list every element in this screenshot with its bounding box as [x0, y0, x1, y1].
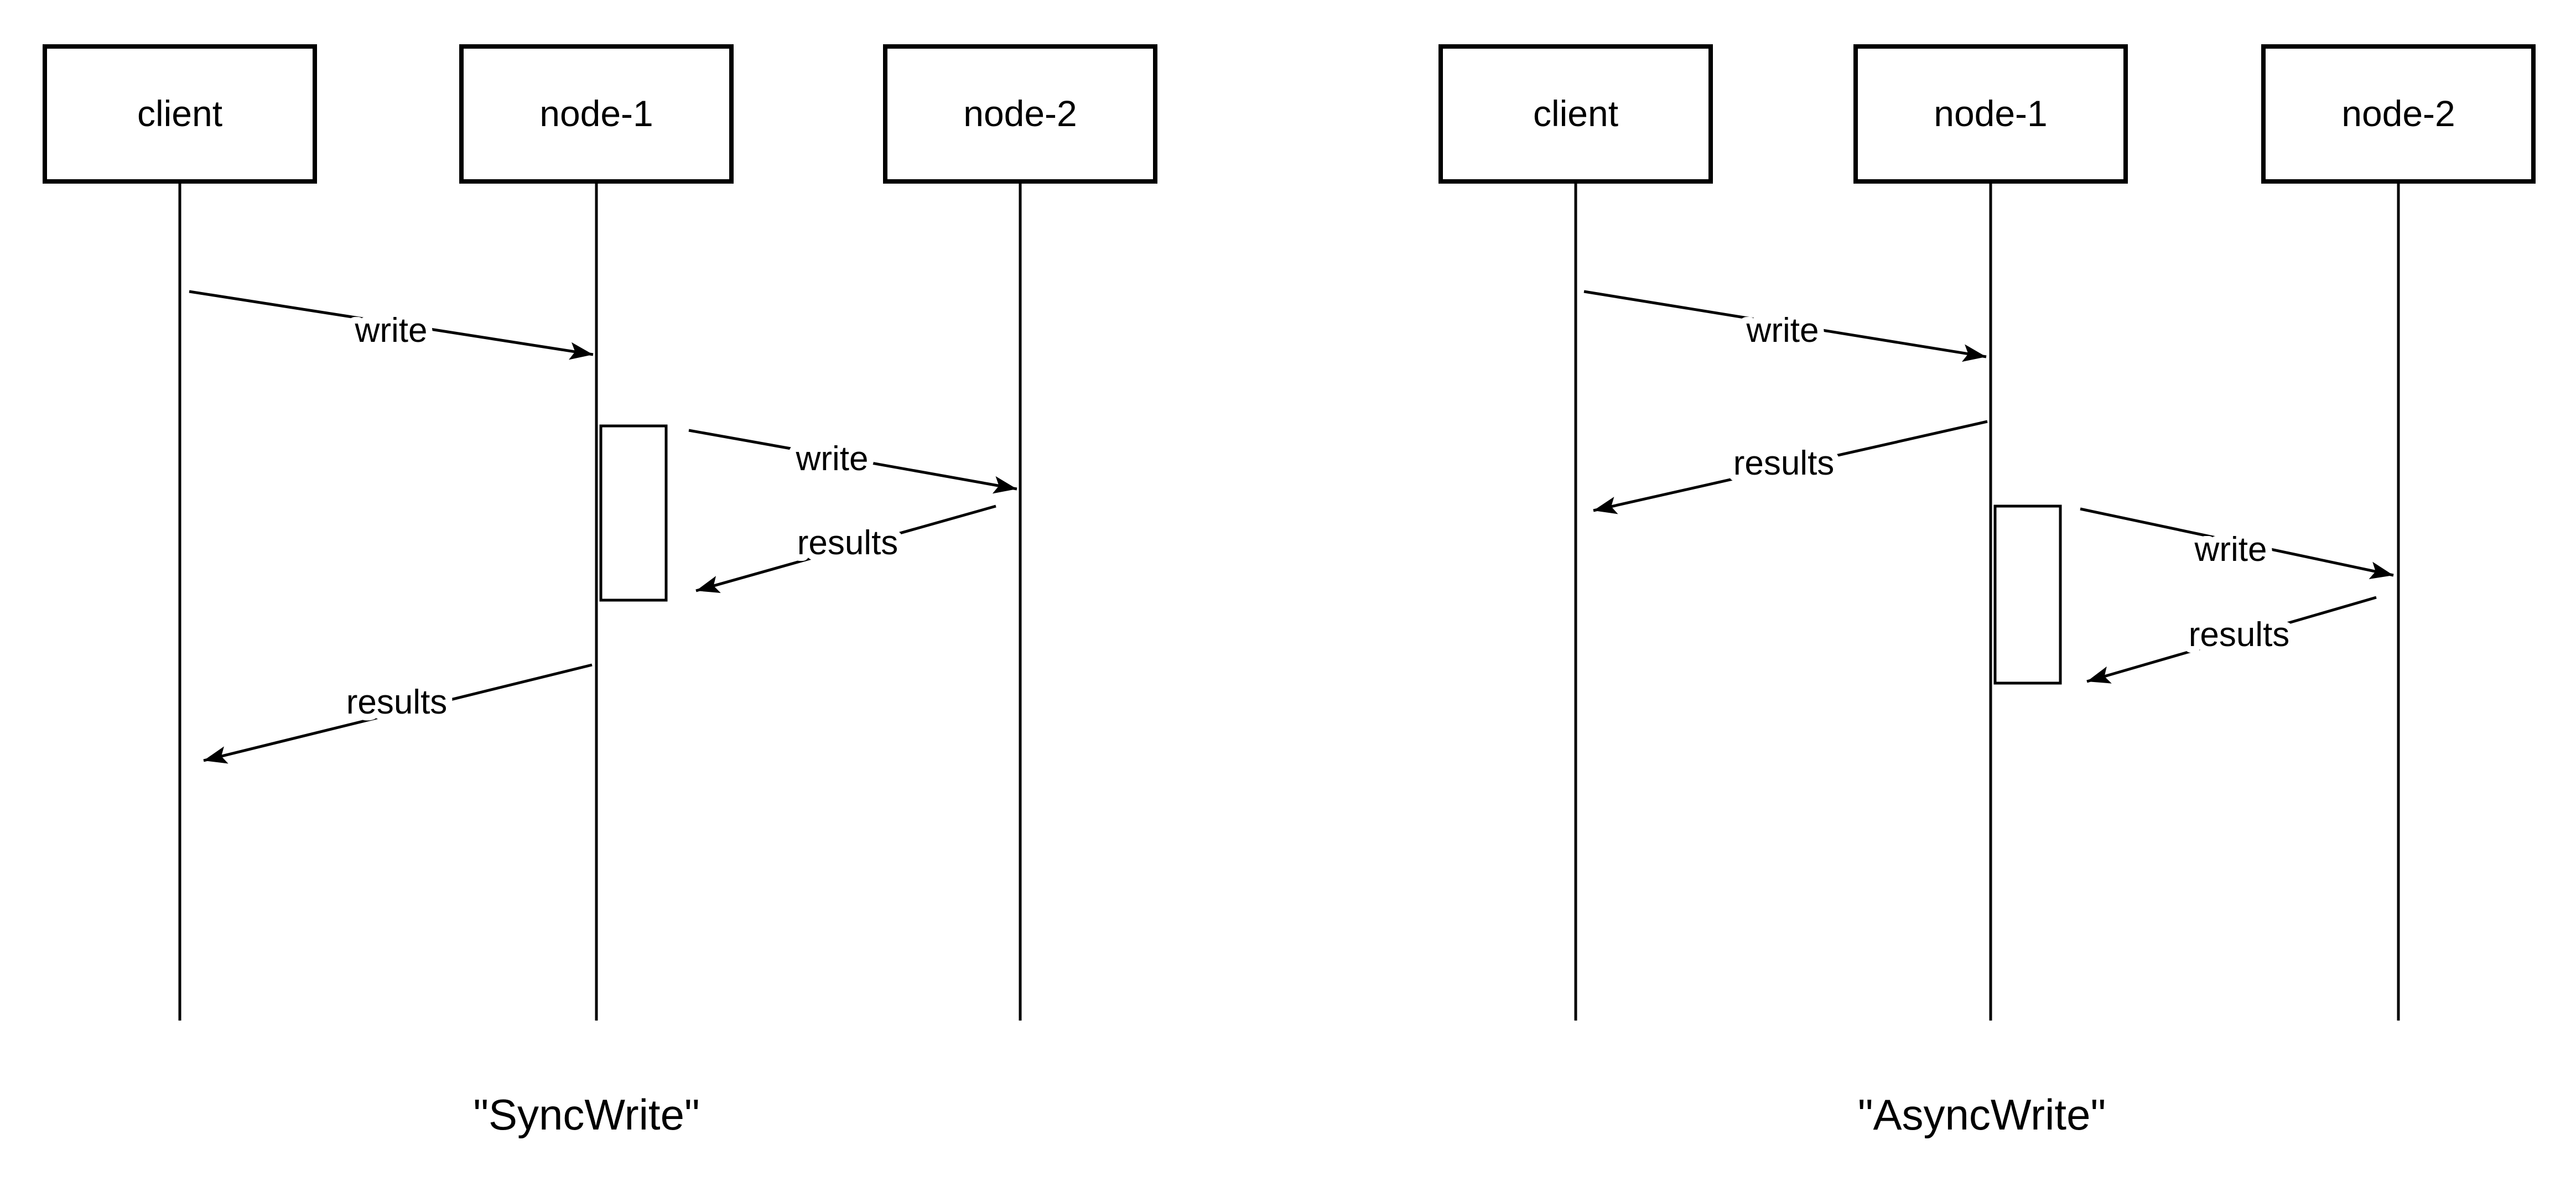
message-label-results: results	[2189, 616, 2290, 654]
activation-bar-node-1	[599, 424, 668, 602]
diagram-caption-asyncwrite: "AsyncWrite"	[1858, 1090, 2106, 1139]
message-label-results: results	[797, 524, 899, 562]
message-arrow-write-node1-to-node2	[688, 429, 1017, 494]
actor-box-node-1	[459, 44, 734, 184]
message-label-results: results	[346, 683, 448, 721]
message-arrow-write-node1-to-node2	[2080, 507, 2394, 579]
message-arrow-write-client-to-node1	[189, 290, 594, 360]
actor-label-node-2: node-2	[963, 93, 1077, 134]
activation-bar-node-1	[1993, 504, 2062, 685]
message-label-write: write	[355, 311, 428, 350]
actor-label-node-1: node-1	[1934, 93, 2048, 134]
actor-label-node-2: node-2	[2341, 93, 2455, 134]
diagram-caption-syncwrite: "SyncWrite"	[473, 1090, 699, 1139]
message-label-results: results	[1733, 444, 1835, 482]
actor-label-client: client	[137, 93, 222, 134]
syncwrite-diagram: client node-1 node-2 write write results…	[43, 44, 1157, 1139]
actor-box-node-2	[883, 44, 1157, 184]
actor-label-node-1: node-1	[539, 93, 653, 134]
actor-box-client	[43, 44, 317, 184]
message-arrow-results-node1-to-client	[1593, 420, 1988, 514]
actor-box-node-1	[1853, 44, 2128, 184]
actor-box-client	[1438, 44, 1713, 184]
message-label-write: write	[796, 440, 869, 478]
message-label-write: write	[2194, 530, 2267, 569]
message-arrow-results-node2-to-node1	[695, 504, 996, 593]
message-label-write: write	[1746, 311, 1819, 350]
message-arrow-results-node2-to-node1	[2086, 596, 2377, 684]
message-arrow-write-client-to-node1	[1583, 290, 1987, 362]
message-arrow-results-node1-to-client	[203, 663, 593, 764]
asyncwrite-diagram: client node-1 node-2 write results write…	[1438, 44, 2536, 1139]
actor-label-client: client	[1533, 93, 1618, 134]
actor-box-node-2	[2261, 44, 2536, 184]
